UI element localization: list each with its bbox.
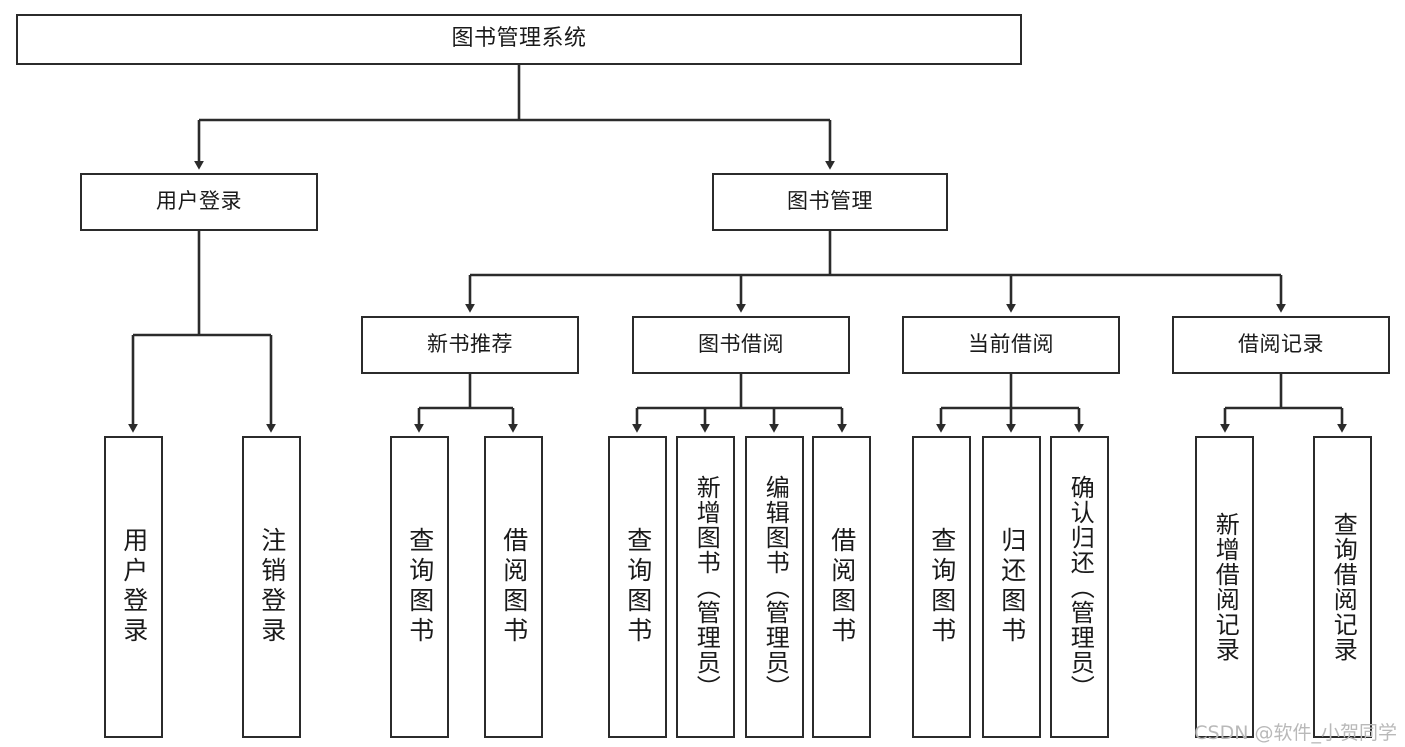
leaf-add-borrow-record[interactable]: 新增借阅记录 — [1195, 436, 1254, 738]
node-user-login[interactable]: 用户登录 — [80, 173, 318, 231]
leaf-borrow-book-recommend[interactable]: 借阅图书 — [484, 436, 543, 738]
node-label: 查询图书 — [405, 527, 435, 647]
leaf-confirm-return-admin[interactable]: 确认归还（管理员） — [1050, 436, 1109, 738]
node-label: 查询图书 — [927, 527, 957, 647]
node-label: 注销登录 — [257, 527, 287, 647]
node-book-management[interactable]: 图书管理 — [712, 173, 948, 231]
node-label: 查询图书 — [623, 527, 653, 647]
node-label: 归还图书 — [997, 527, 1027, 647]
node-label: 新增图书（管理员） — [692, 474, 721, 700]
leaf-user-login[interactable]: 用户登录 — [104, 436, 163, 738]
leaf-edit-book-admin[interactable]: 编辑图书（管理员） — [745, 436, 804, 738]
node-label: 当前借阅 — [968, 332, 1054, 357]
node-label: 新书推荐 — [427, 332, 513, 357]
leaf-logout[interactable]: 注销登录 — [242, 436, 301, 738]
node-label: 用户登录 — [119, 527, 149, 647]
node-label: 图书管理 — [787, 189, 873, 214]
leaf-borrow-book[interactable]: 借阅图书 — [812, 436, 871, 738]
node-label: 借阅图书 — [827, 527, 857, 647]
node-root-system[interactable]: 图书管理系统 — [16, 14, 1022, 65]
leaf-add-book-admin[interactable]: 新增图书（管理员） — [676, 436, 735, 738]
leaf-query-book-recommend[interactable]: 查询图书 — [390, 436, 449, 738]
node-label: 确认归还（管理员） — [1066, 474, 1095, 700]
node-label: 图书借阅 — [698, 332, 784, 357]
leaf-query-book-borrow[interactable]: 查询图书 — [608, 436, 667, 738]
leaf-query-borrow-record[interactable]: 查询借阅记录 — [1313, 436, 1372, 738]
node-label: 新增借阅记录 — [1211, 512, 1240, 662]
node-label: 借阅记录 — [1238, 332, 1324, 357]
node-label: 用户登录 — [156, 189, 242, 214]
leaf-query-book-current[interactable]: 查询图书 — [912, 436, 971, 738]
node-label: 编辑图书（管理员） — [761, 474, 790, 700]
node-book-borrow[interactable]: 图书借阅 — [632, 316, 850, 374]
leaf-return-book[interactable]: 归还图书 — [982, 436, 1041, 738]
node-label: 图书管理系统 — [451, 26, 587, 52]
node-new-book-recommend[interactable]: 新书推荐 — [361, 316, 579, 374]
node-borrow-record[interactable]: 借阅记录 — [1172, 316, 1390, 374]
node-label: 借阅图书 — [499, 527, 529, 647]
node-current-borrow[interactable]: 当前借阅 — [902, 316, 1120, 374]
node-label: 查询借阅记录 — [1329, 512, 1358, 662]
